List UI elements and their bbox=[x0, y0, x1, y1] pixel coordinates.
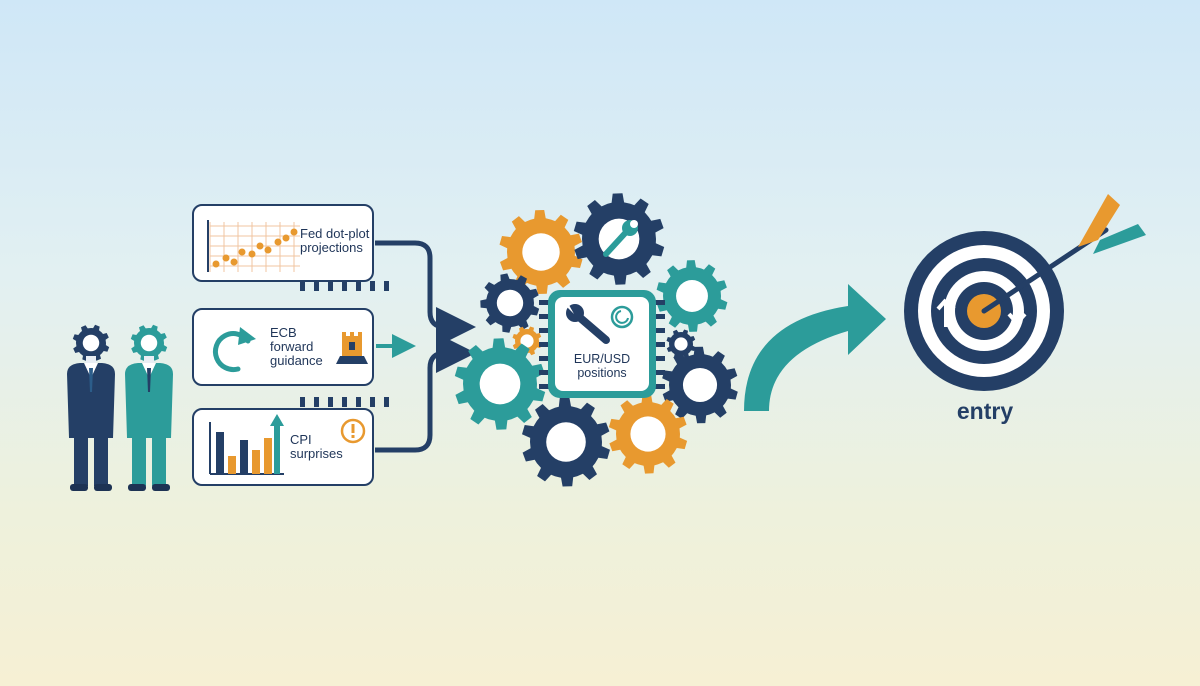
chip-pin bbox=[328, 281, 333, 291]
input-card-cpi: CPI surprises bbox=[192, 408, 374, 486]
bar-chart-icon bbox=[209, 414, 284, 475]
chip-pin bbox=[342, 397, 347, 407]
chip-pin bbox=[384, 281, 389, 291]
input-label-ecb: ECB forward guidance bbox=[270, 325, 323, 368]
chip-pin bbox=[384, 397, 389, 407]
curved-arrow-tower-icon bbox=[212, 327, 256, 373]
person-navy-icon bbox=[67, 324, 115, 491]
chip-pin bbox=[655, 300, 665, 305]
engine-label: EUR/USD positions bbox=[573, 352, 631, 380]
connector-fed bbox=[375, 240, 476, 347]
gear-cluster bbox=[454, 193, 738, 487]
chip-pin bbox=[314, 281, 319, 291]
input-card-ecb: ECB forward guidance bbox=[192, 308, 374, 386]
tower-icon bbox=[336, 332, 368, 364]
chip-pin bbox=[655, 370, 665, 375]
chip-pin bbox=[655, 314, 665, 319]
chip-pin bbox=[356, 397, 361, 407]
chip-pin bbox=[539, 370, 549, 375]
input-label-cpi: CPI surprises bbox=[290, 432, 343, 461]
dot-plot-chart-icon bbox=[207, 220, 300, 272]
gear-navy-tiny-right-icon bbox=[666, 329, 696, 359]
gear-navy-bottom-icon bbox=[522, 397, 610, 487]
gear-icon bbox=[72, 324, 110, 362]
chip-pin bbox=[655, 384, 665, 389]
gear-orange-bottom-icon bbox=[608, 394, 688, 474]
wrench-icon bbox=[566, 304, 610, 344]
chip-pin bbox=[655, 342, 665, 347]
chip-pin bbox=[300, 281, 305, 291]
chip-pin bbox=[342, 281, 347, 291]
wrench-small-icon bbox=[603, 220, 638, 257]
chip-pin bbox=[370, 281, 375, 291]
chip-pin bbox=[328, 397, 333, 407]
gear-icon bbox=[130, 324, 168, 362]
chip-pin bbox=[539, 328, 549, 333]
alert-icon bbox=[340, 418, 366, 444]
chip-pin bbox=[539, 384, 549, 389]
curved-arrow-icon bbox=[744, 284, 886, 411]
gear-teal-right-icon bbox=[656, 260, 728, 332]
chip-pin bbox=[314, 397, 319, 407]
input-label-fed: Fed dot-plot projections bbox=[300, 226, 370, 255]
chip-pin bbox=[539, 300, 549, 305]
outcome-label: entry bbox=[956, 398, 1014, 424]
chip-pin bbox=[356, 281, 361, 291]
gear-navy-right-icon bbox=[662, 346, 738, 424]
chip-pin bbox=[300, 397, 305, 407]
gear-teal-left-icon bbox=[454, 338, 546, 430]
chip-pin bbox=[655, 328, 665, 333]
chip-pin bbox=[539, 356, 549, 361]
input-card-fed: Fed dot-plot projections bbox=[192, 204, 374, 282]
connector-cpi bbox=[375, 333, 476, 453]
target-arrow-icon bbox=[904, 194, 1146, 391]
chip-pin bbox=[370, 397, 375, 407]
gear-navy-small-left-icon bbox=[480, 273, 540, 333]
chip-pin bbox=[655, 356, 665, 361]
engine-chip bbox=[300, 281, 665, 407]
chip-pin bbox=[539, 314, 549, 319]
person-teal-icon bbox=[125, 324, 173, 491]
chip-pin bbox=[539, 342, 549, 347]
refresh-icon bbox=[610, 305, 634, 329]
gear-orange-top-icon bbox=[499, 210, 583, 294]
